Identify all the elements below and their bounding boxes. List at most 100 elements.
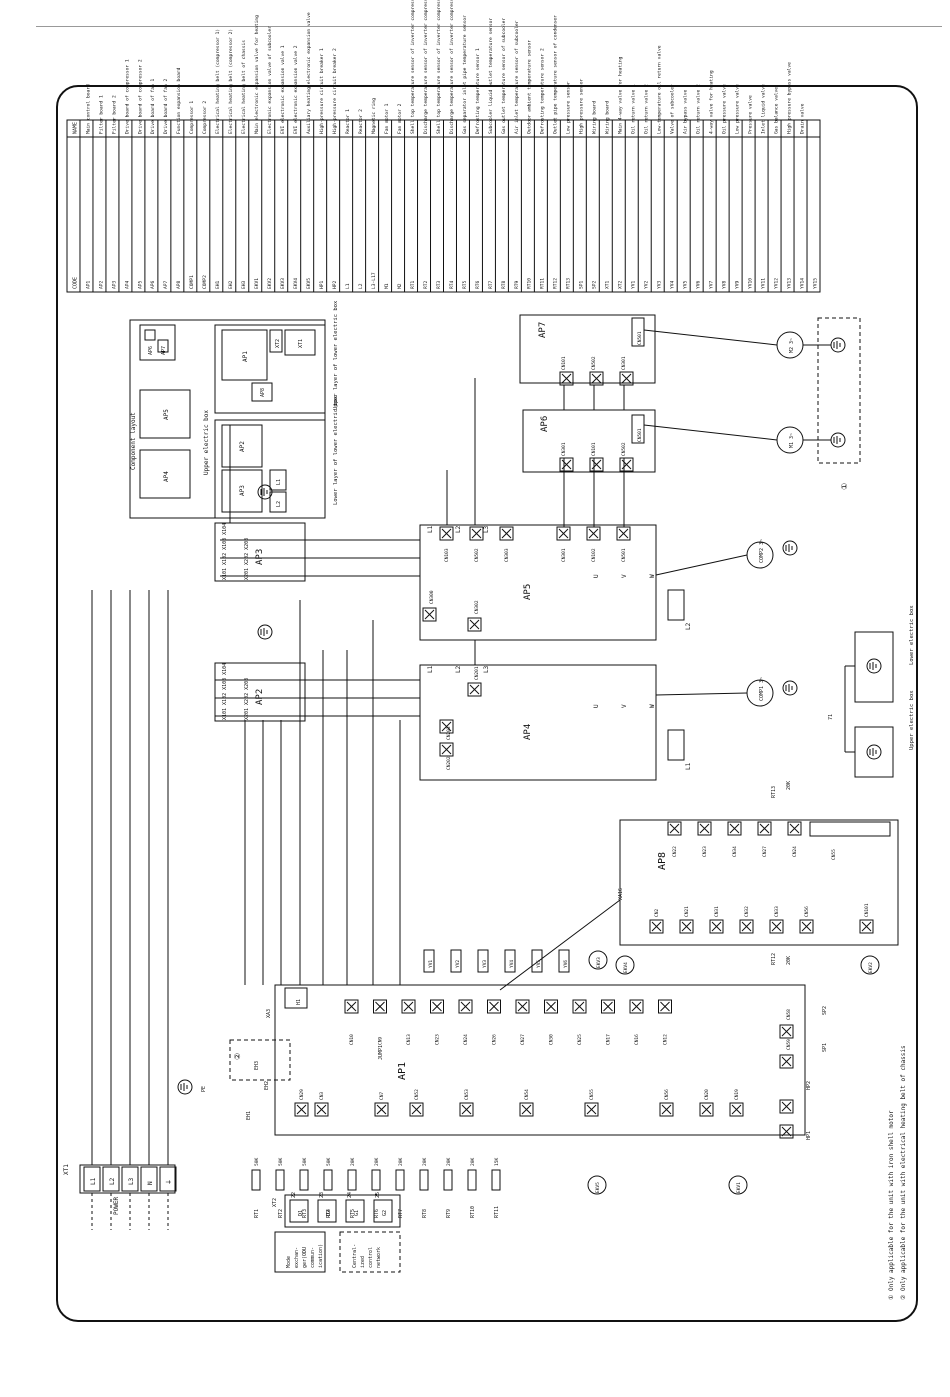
xt1-terminal-label-4: ⏚ bbox=[166, 1179, 173, 1185]
layout-ap7-label: AP7 bbox=[161, 346, 167, 355]
ekv1-label: EKV1 bbox=[736, 1182, 742, 1193]
ekv3-icon bbox=[588, 950, 608, 970]
ap8-bot-label-6: CN101 bbox=[864, 903, 870, 917]
ap1-top-label-6: CN27 bbox=[520, 1034, 526, 1045]
ap8-bot-conn-6-x2 bbox=[861, 921, 872, 932]
ap5-conn-5-x2 bbox=[618, 528, 629, 539]
compressor-2-icon-label: COMP2 3~ bbox=[759, 539, 765, 563]
legend-code-42: YV1 bbox=[631, 280, 637, 289]
layout-upper-layer-label: Upper layer of lower electric box bbox=[333, 300, 339, 410]
ap5-conn-label-5: CN501 bbox=[621, 548, 627, 562]
mode-box-line2: exchan- bbox=[294, 1247, 300, 1268]
ap1-board bbox=[274, 984, 806, 1136]
xt1-terminal-label-3: N bbox=[147, 1181, 154, 1185]
power-earth-icon bbox=[177, 1079, 193, 1095]
ap8-bot-conn-0-x2 bbox=[651, 921, 662, 932]
ekv2-label: EKV2 bbox=[868, 962, 874, 973]
valve-yv2-icon bbox=[450, 949, 462, 973]
central-box-line4: network bbox=[376, 1247, 382, 1268]
sensor-rt7-label: RT7 bbox=[398, 1209, 404, 1218]
ap6-conn-1 bbox=[589, 457, 604, 472]
ap8-bot-conn-0 bbox=[649, 919, 664, 934]
legend-name-50: Low pressure valve bbox=[734, 84, 740, 134]
ap8-top-conn-4 bbox=[787, 821, 802, 836]
legend-code-11: EH2 bbox=[228, 280, 234, 289]
ap7-conn-1-x2 bbox=[591, 373, 602, 384]
ap4-line-L2: L2 bbox=[455, 665, 462, 673]
legend-name-43: Oil return valve 2 bbox=[644, 84, 650, 134]
ap8-bot-label-0: CN2 bbox=[654, 909, 660, 917]
ap1-bot-conn-4-x2 bbox=[461, 1104, 472, 1115]
ekv5-icon bbox=[587, 1175, 607, 1195]
ap5-conn-label-4: CN102 bbox=[591, 548, 597, 562]
comp2-earth-icon bbox=[782, 540, 798, 556]
ap8-bot-conn-3-x2 bbox=[741, 921, 752, 932]
sensor-rt8-label: RT8 bbox=[422, 1209, 428, 1218]
layout-xt1-label: XT1 bbox=[298, 339, 304, 348]
ap7-cn501 bbox=[631, 317, 645, 347]
layout-ap3 bbox=[221, 469, 263, 513]
ap8-top-conn-0 bbox=[667, 821, 682, 836]
ap8-top-conn-2 bbox=[727, 821, 742, 836]
ap8-rt12-label: RT12 bbox=[771, 953, 777, 965]
legend-code-46: YV5 bbox=[683, 280, 689, 289]
central-box-line1: Central- bbox=[352, 1244, 358, 1268]
ap4-cn202-x2 bbox=[441, 744, 452, 755]
ap3-bottom-terms: X201 X202 X203 bbox=[244, 538, 250, 580]
mode-box-line5: ication) bbox=[318, 1244, 324, 1268]
legend-name-5: Drive board of fan 1 bbox=[150, 78, 156, 134]
ap1-top-conn-9 bbox=[601, 999, 615, 1014]
component-layout-box bbox=[129, 319, 326, 519]
layout-ap6 bbox=[144, 329, 156, 341]
sensor-rt10-label: RT10 bbox=[470, 1206, 476, 1218]
sensor-rt6-value: 20K bbox=[374, 1157, 380, 1166]
ap1-top-conn-7-x2 bbox=[546, 1001, 556, 1012]
ap1-bot-label-5: CN54 bbox=[524, 1089, 530, 1100]
ap4-cn201 bbox=[467, 682, 482, 697]
power-pe-label: PE bbox=[201, 1086, 207, 1092]
ap1-bot-conn-0-x2 bbox=[296, 1104, 307, 1115]
xt2-label: XT2 bbox=[272, 1198, 278, 1207]
legend-code-38: SP1 bbox=[579, 280, 585, 289]
legend-name-49: Oil pressure valve bbox=[721, 84, 727, 134]
ap1-cn41 bbox=[779, 1124, 794, 1139]
ap5-line-L3: L3 bbox=[483, 525, 490, 533]
legend-code-22: L3-L17 bbox=[371, 272, 377, 289]
ap1-sp1-label: SP1 bbox=[822, 1043, 828, 1052]
xt2-terminal-0 bbox=[289, 1199, 309, 1223]
sensor-rt4-value: 50K bbox=[326, 1157, 332, 1166]
ap5-cn302-label: CN302 bbox=[474, 600, 480, 614]
ap4-cn203-label: CN203 bbox=[446, 726, 452, 740]
mode-box-line1: Mode bbox=[286, 1256, 292, 1268]
footnote-2: ② Only applicable for the unit with elec… bbox=[900, 1045, 907, 1300]
layout-xt2-label: XT2 bbox=[275, 339, 281, 348]
ap8-label: AP8 bbox=[657, 852, 668, 870]
xt1-terminal-label-1: L2 bbox=[109, 1177, 116, 1185]
ap8-top-conn-3 bbox=[757, 821, 772, 836]
ap6-conn-label-2: CN502 bbox=[621, 442, 627, 456]
ap4-phase-W: W bbox=[649, 704, 656, 708]
ap1-top-conn-1 bbox=[373, 999, 387, 1014]
ap1-cn42-x2 bbox=[781, 1101, 792, 1112]
legend-code-9: COMP2 bbox=[202, 275, 208, 289]
legend-name-16: EVI electronic expansion valve 2 bbox=[293, 45, 299, 134]
legend-name-20: Reactor 1 bbox=[345, 109, 351, 134]
legend-code-7: AP8 bbox=[176, 280, 182, 289]
ap8-rt13-label: RT13 bbox=[771, 786, 777, 798]
ap7-conn-2 bbox=[619, 371, 634, 386]
legend-code-13: EKV1 bbox=[254, 278, 260, 289]
legend-name-6: Drive board of fan 2 bbox=[163, 78, 169, 134]
central-box-line2: ized bbox=[360, 1256, 366, 1268]
ap1-h1 bbox=[284, 987, 308, 1009]
ap1-bot-label-0: CN29 bbox=[299, 1089, 305, 1100]
ap8-bot-label-4: CN33 bbox=[774, 906, 780, 917]
legend-code-16: EKV4 bbox=[293, 278, 299, 289]
ap4-board bbox=[419, 664, 657, 781]
comp1-earth-icon bbox=[782, 680, 798, 696]
ap1-top-label-2: CN13 bbox=[406, 1034, 412, 1045]
legend-code-4: AP5 bbox=[137, 280, 143, 289]
ap5-conn-label-2: CN303 bbox=[504, 548, 510, 562]
ap1-bot-conn-8 bbox=[699, 1102, 714, 1117]
valve-yv2-label: YV2 bbox=[455, 960, 461, 968]
ap2-board bbox=[214, 662, 306, 722]
